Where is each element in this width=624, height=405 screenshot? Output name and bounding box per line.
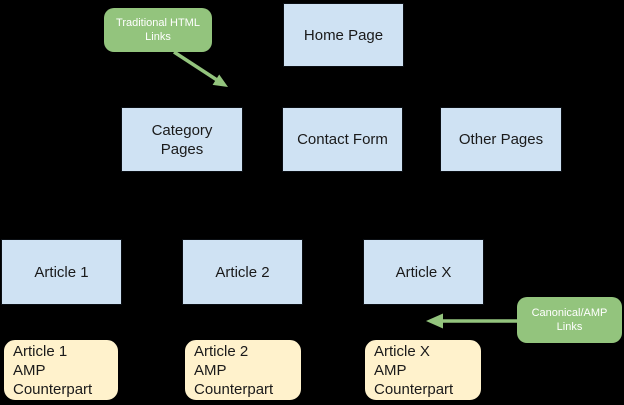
node-label: Contact Form bbox=[297, 131, 388, 148]
canonical-links-arrow-icon bbox=[426, 313, 518, 329]
node-label: Article 1 bbox=[13, 342, 68, 360]
node-label: Counterpart bbox=[13, 380, 93, 398]
node-other-pages: Other Pages bbox=[440, 107, 562, 172]
node-label: Home Page bbox=[303, 26, 384, 44]
node-contact-form: Contact Form bbox=[282, 107, 403, 172]
node-article-2: Article 2 bbox=[182, 239, 303, 305]
node-article-1-amp-counterpart: Article 1 AMP Counterpart bbox=[2, 338, 120, 402]
node-article-x-amp-counterpart: Article X AMP Counterpart bbox=[363, 338, 483, 402]
annotation-traditional-html-links: Traditional HTML Links bbox=[104, 8, 212, 52]
annotation-label: Links bbox=[145, 31, 171, 43]
node-label: AMP bbox=[374, 361, 407, 379]
node-category-pages: Category Pages bbox=[121, 107, 243, 172]
traditional-links-arrow-icon bbox=[173, 50, 228, 87]
node-label: Counterpart bbox=[374, 380, 454, 398]
node-label: Article 2 bbox=[194, 342, 249, 360]
node-label: Article 2 bbox=[215, 263, 270, 281]
node-label: Other Pages bbox=[458, 131, 544, 148]
node-label: Article X bbox=[395, 263, 452, 281]
annotation-label: Canonical/AMP bbox=[531, 307, 608, 319]
node-label: Category bbox=[151, 121, 213, 139]
node-label: Counterpart bbox=[194, 380, 274, 398]
node-label: AMP bbox=[194, 361, 227, 379]
node-label: AMP bbox=[13, 361, 46, 379]
annotation-canonical-amp-links: Canonical/AMP Links bbox=[517, 297, 622, 343]
node-label: Article X bbox=[374, 342, 430, 360]
node-article-2-amp-counterpart: Article 2 AMP Counterpart bbox=[183, 338, 303, 402]
annotation-label: Traditional HTML bbox=[116, 17, 200, 29]
node-article-1: Article 1 bbox=[1, 239, 122, 305]
node-label: Article 1 bbox=[34, 263, 89, 281]
node-home-page: Home Page bbox=[283, 3, 404, 67]
node-label: Pages bbox=[160, 140, 204, 158]
annotation-label: Links bbox=[556, 321, 583, 333]
node-article-x: Article X bbox=[363, 239, 484, 305]
